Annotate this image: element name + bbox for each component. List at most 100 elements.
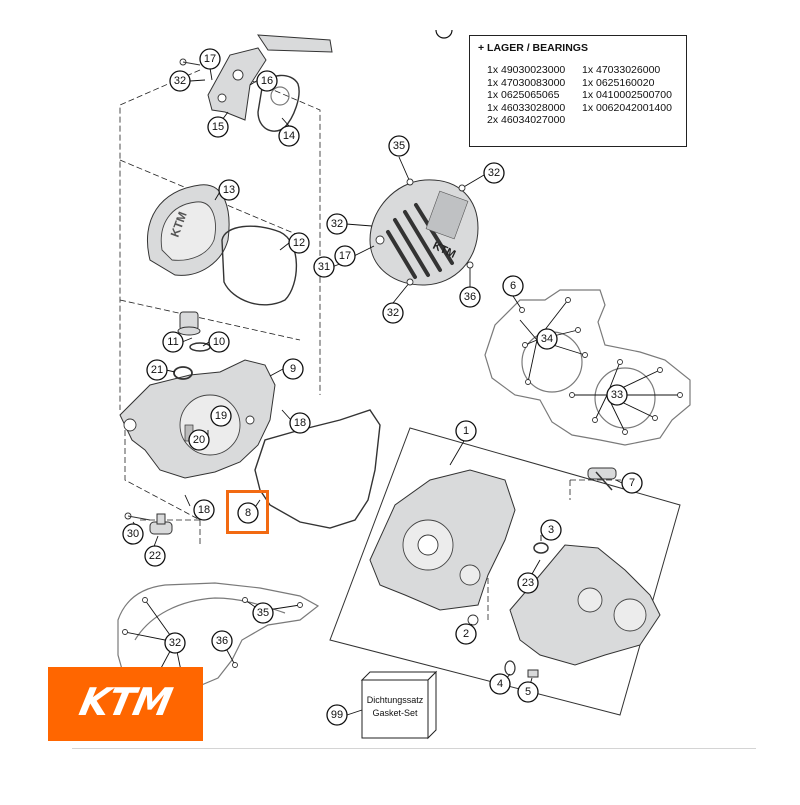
clutch-cover: KTM bbox=[146, 184, 230, 276]
svg-text:36: 36 bbox=[464, 291, 476, 303]
callout-18-lower: 18 bbox=[193, 499, 215, 521]
svg-text:6: 6 bbox=[510, 280, 516, 292]
callout-35-bottom: 35 bbox=[252, 602, 274, 624]
svg-text:34: 34 bbox=[541, 333, 553, 345]
callout-10: 10 bbox=[208, 331, 230, 353]
crankcase-box bbox=[329, 427, 681, 716]
callout-36-bottom: 36 bbox=[211, 630, 233, 652]
callout-21: 21 bbox=[146, 359, 168, 381]
callout-15: 15 bbox=[207, 116, 229, 138]
callout-23: 23 bbox=[517, 572, 539, 594]
callout-12: 12 bbox=[288, 232, 310, 254]
leader-lines bbox=[124, 67, 680, 693]
ktm-logo-text: KTM bbox=[75, 680, 176, 724]
svg-text:22: 22 bbox=[149, 550, 161, 562]
water-pump-gasket bbox=[257, 74, 300, 132]
bearing-entry: 1x 0625065065 bbox=[487, 89, 560, 102]
callout-5: 5 bbox=[517, 681, 539, 703]
callout-11: 11 bbox=[162, 331, 184, 353]
gasket-set-box: Dichtungssatz Gasket-Set bbox=[346, 670, 438, 740]
svg-text:32: 32 bbox=[174, 75, 186, 87]
callout-16: 16 bbox=[256, 70, 278, 92]
callout-7: 7 bbox=[621, 472, 643, 494]
svg-text:30: 30 bbox=[127, 528, 139, 540]
bearing-entry: 1x 46033028000 bbox=[487, 101, 566, 114]
bearings-list-box: + LAGER / BEARINGS 1x 49030023000 1x 470… bbox=[469, 35, 687, 147]
bearing-entry: 1x 0062042001400 bbox=[582, 101, 672, 114]
svg-text:15: 15 bbox=[212, 121, 224, 133]
callout-3: 3 bbox=[540, 519, 562, 541]
callout-6: 6 bbox=[502, 275, 524, 297]
svg-text:21: 21 bbox=[151, 364, 163, 376]
svg-text:3: 3 bbox=[548, 524, 554, 536]
callout-20: 20 bbox=[188, 429, 210, 451]
small-parts-crankcase bbox=[467, 542, 549, 678]
svg-text:20: 20 bbox=[193, 434, 205, 446]
selected-part-highlight[interactable] bbox=[226, 490, 269, 534]
clutch-cover-gasket bbox=[221, 225, 298, 306]
callout-22: 22 bbox=[144, 545, 166, 567]
svg-text:35: 35 bbox=[257, 607, 269, 619]
bearing-entry: 1x 47033026000 bbox=[582, 64, 661, 76]
svg-text:5: 5 bbox=[525, 686, 531, 698]
callout-32-ignition-bottom: 32 bbox=[382, 302, 404, 324]
svg-text:7: 7 bbox=[629, 477, 635, 489]
callout-32-mid: 32 bbox=[326, 213, 348, 235]
svg-text:99: 99 bbox=[331, 709, 343, 721]
callout-17-top: 17 bbox=[199, 48, 221, 70]
svg-text:11: 11 bbox=[167, 336, 178, 348]
svg-text:1: 1 bbox=[463, 425, 469, 437]
callout-17-mid: 17 bbox=[334, 245, 356, 267]
crankcase-halves bbox=[369, 469, 661, 666]
svg-text:8: 8 bbox=[245, 507, 251, 519]
svg-text:36: 36 bbox=[216, 635, 228, 647]
water-pump-cover bbox=[179, 34, 333, 121]
svg-text:17: 17 bbox=[339, 250, 351, 262]
callout-2: 2 bbox=[455, 623, 477, 645]
inner-clutch-cover bbox=[119, 359, 276, 479]
bearing-entry: 1x 0410002500700 bbox=[582, 89, 672, 102]
callout-33: 33 bbox=[606, 384, 628, 406]
svg-text:14: 14 bbox=[283, 130, 295, 142]
dowel-pin-7 bbox=[587, 467, 617, 491]
svg-text:33: 33 bbox=[611, 389, 623, 401]
callout-18-upper: 18 bbox=[289, 412, 311, 434]
callout-9: 9 bbox=[282, 358, 304, 380]
callout-4: 4 bbox=[489, 673, 511, 695]
callout-13: 13 bbox=[218, 179, 240, 201]
clutch-cover-gasket-8 bbox=[254, 409, 381, 529]
bearing-entry: 1x 0625160020 bbox=[582, 76, 655, 89]
bearings-column-2: 1x 47033026000 1x 0625160020 1x 04100025… bbox=[582, 64, 672, 114]
svg-text:32: 32 bbox=[331, 218, 343, 230]
callout-30: 30 bbox=[122, 523, 144, 545]
gasket-points bbox=[122, 178, 683, 693]
callout-32-top-right: 32 bbox=[483, 162, 505, 184]
callout-31: 31 bbox=[313, 256, 335, 278]
svg-text:23: 23 bbox=[522, 577, 534, 589]
bearing-entry: 1x 49030023000 bbox=[487, 64, 566, 76]
svg-text:32: 32 bbox=[169, 637, 181, 649]
svg-text:31: 31 bbox=[318, 261, 330, 273]
svg-text:9: 9 bbox=[290, 363, 296, 375]
callout-36-top: 36 bbox=[459, 286, 481, 308]
svg-text:35: 35 bbox=[393, 140, 405, 152]
callout-19: 19 bbox=[210, 405, 232, 427]
svg-text:10: 10 bbox=[213, 336, 225, 348]
bearings-title: + LAGER / BEARINGS bbox=[478, 42, 588, 54]
gasket-set-label-2: Gasket-Set bbox=[372, 708, 418, 718]
callout-1: 1 bbox=[455, 420, 477, 442]
gasket-set-label-1: Dichtungssatz bbox=[367, 695, 424, 705]
svg-text:32: 32 bbox=[387, 307, 399, 319]
svg-text:16: 16 bbox=[261, 75, 273, 87]
callout-14: 14 bbox=[278, 125, 300, 147]
bearing-entry: 1x 47030083000 bbox=[487, 76, 566, 89]
callout-99: 99 bbox=[326, 704, 348, 726]
svg-text:18: 18 bbox=[294, 417, 306, 429]
bottom-divider bbox=[72, 748, 756, 749]
svg-text:17: 17 bbox=[204, 53, 216, 65]
svg-text:12: 12 bbox=[293, 237, 305, 249]
water-pump-impeller bbox=[124, 512, 173, 535]
svg-text:32: 32 bbox=[488, 167, 500, 179]
